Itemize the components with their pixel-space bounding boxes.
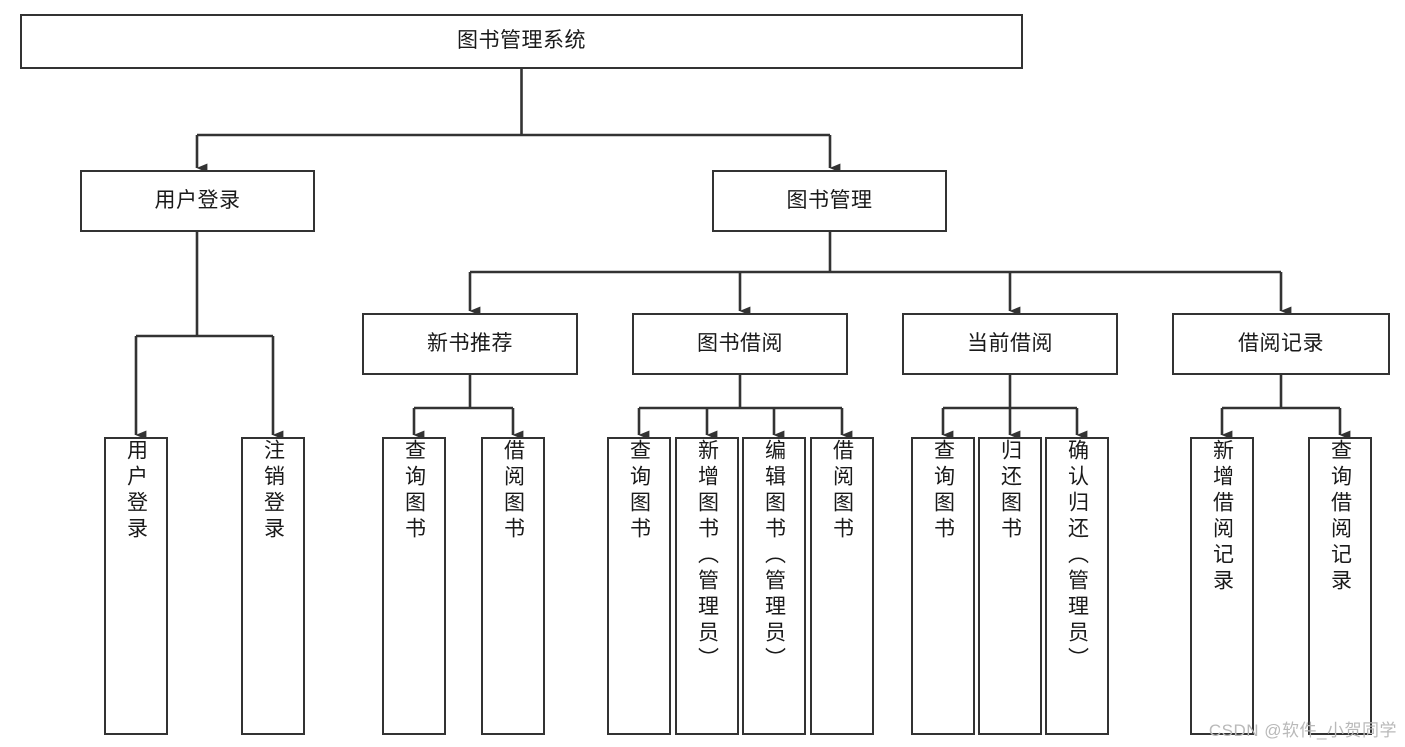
node-label: 新增图书（管理员） [695,439,719,673]
leaf-query-borrow-record[interactable]: 查询借阅记录 [1308,437,1372,735]
node-current-borrow[interactable]: 当前借阅 [902,313,1118,375]
node-root-system[interactable]: 图书管理系统 [20,14,1023,69]
node-label: 新书推荐 [427,331,513,355]
node-new-book-recommend[interactable]: 新书推荐 [362,313,578,375]
leaf-borrow-book[interactable]: 借阅图书 [810,437,874,735]
leaf-borrow-book-recommend[interactable]: 借阅图书 [481,437,545,735]
node-label: 新增借阅记录 [1210,439,1234,595]
node-label: 查询图书 [627,439,651,543]
node-label: 查询图书 [402,439,426,543]
node-label: 图书借阅 [697,331,783,355]
node-book-management[interactable]: 图书管理 [712,170,947,232]
node-label: 当前借阅 [967,331,1053,355]
node-label: 用户登录 [124,439,148,543]
node-label: 归还图书 [998,439,1022,543]
node-label: 确认归还（管理员） [1065,439,1089,673]
leaf-add-borrow-record[interactable]: 新增借阅记录 [1190,437,1254,735]
leaf-query-book-recommend[interactable]: 查询图书 [382,437,446,735]
node-label: 编辑图书（管理员） [762,439,786,673]
leaf-add-book-admin[interactable]: 新增图书（管理员） [675,437,739,735]
leaf-query-book-current[interactable]: 查询图书 [911,437,975,735]
node-borrow-records[interactable]: 借阅记录 [1172,313,1390,375]
node-label: 图书管理 [786,188,873,212]
node-label: 图书管理系统 [457,29,586,53]
node-label: 注销登录 [261,439,285,543]
node-user-login[interactable]: 用户登录 [80,170,315,232]
node-label: 借阅图书 [501,439,525,543]
node-label: 借阅图书 [830,439,854,543]
leaf-confirm-return-admin[interactable]: 确认归还（管理员） [1045,437,1109,735]
leaf-return-book[interactable]: 归还图书 [978,437,1042,735]
node-label: 查询借阅记录 [1328,439,1352,595]
node-label: 用户登录 [154,188,241,212]
node-book-borrow[interactable]: 图书借阅 [632,313,848,375]
node-label: 查询图书 [931,439,955,543]
leaf-query-book-borrow[interactable]: 查询图书 [607,437,671,735]
leaf-logout[interactable]: 注销登录 [241,437,305,735]
leaf-edit-book-admin[interactable]: 编辑图书（管理员） [742,437,806,735]
watermark-text: CSDN @软件_小贺同学 [1208,721,1397,740]
node-label: 借阅记录 [1238,331,1324,355]
leaf-user-login[interactable]: 用户登录 [104,437,168,735]
